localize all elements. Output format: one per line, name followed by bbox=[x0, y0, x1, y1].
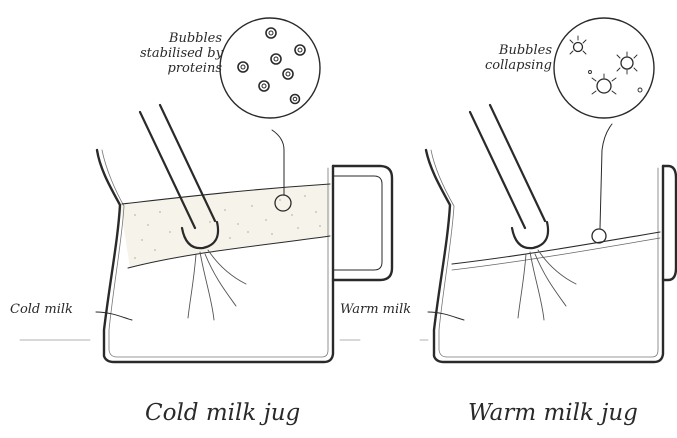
collapsing-bubbles bbox=[570, 36, 642, 94]
warm-steam-tip bbox=[512, 222, 548, 248]
cold-callout-line-1: Bubbles bbox=[140, 31, 222, 46]
cold-jug-caption: Cold milk jug bbox=[145, 400, 300, 426]
stabilised-bubbles bbox=[238, 28, 305, 104]
cold-jug-handle bbox=[333, 166, 392, 280]
cold-foam-layer bbox=[120, 184, 330, 268]
warm-callout-line bbox=[600, 124, 612, 228]
warm-bubbles-callout-label: Bubbles collapsing bbox=[470, 43, 552, 73]
warm-jug-caption: Warm milk jug bbox=[468, 400, 638, 426]
cold-milk-leader bbox=[96, 312, 132, 320]
warm-jug-inner bbox=[431, 150, 658, 357]
cold-jug-handle-inner bbox=[333, 176, 382, 270]
warm-milk-label: Warm milk bbox=[340, 302, 411, 317]
cold-bubbles-callout-label: Bubbles stabilised by proteins bbox=[140, 31, 222, 76]
cold-callout-line-2: stabilised by bbox=[140, 46, 222, 61]
warm-surface-bubble bbox=[592, 229, 606, 243]
cold-callout-line-3: proteins bbox=[140, 61, 222, 76]
warm-callout-line-2: collapsing bbox=[470, 58, 552, 73]
warm-steam-jets bbox=[518, 250, 576, 320]
warm-callout-line-1: Bubbles bbox=[470, 43, 552, 58]
cold-callout-line bbox=[272, 130, 284, 195]
cold-milk-label: Cold milk bbox=[10, 302, 73, 317]
warm-surface-line-2 bbox=[452, 238, 660, 270]
warm-milk-leader bbox=[428, 312, 464, 320]
cold-magnifier bbox=[220, 18, 320, 118]
warm-jug-handle bbox=[663, 166, 676, 280]
warm-magnifier bbox=[554, 18, 654, 118]
warm-steam-wand bbox=[470, 105, 545, 228]
cold-steam-jets bbox=[188, 250, 246, 320]
warm-surface-line bbox=[452, 232, 660, 264]
warm-jug-outline bbox=[426, 150, 663, 362]
